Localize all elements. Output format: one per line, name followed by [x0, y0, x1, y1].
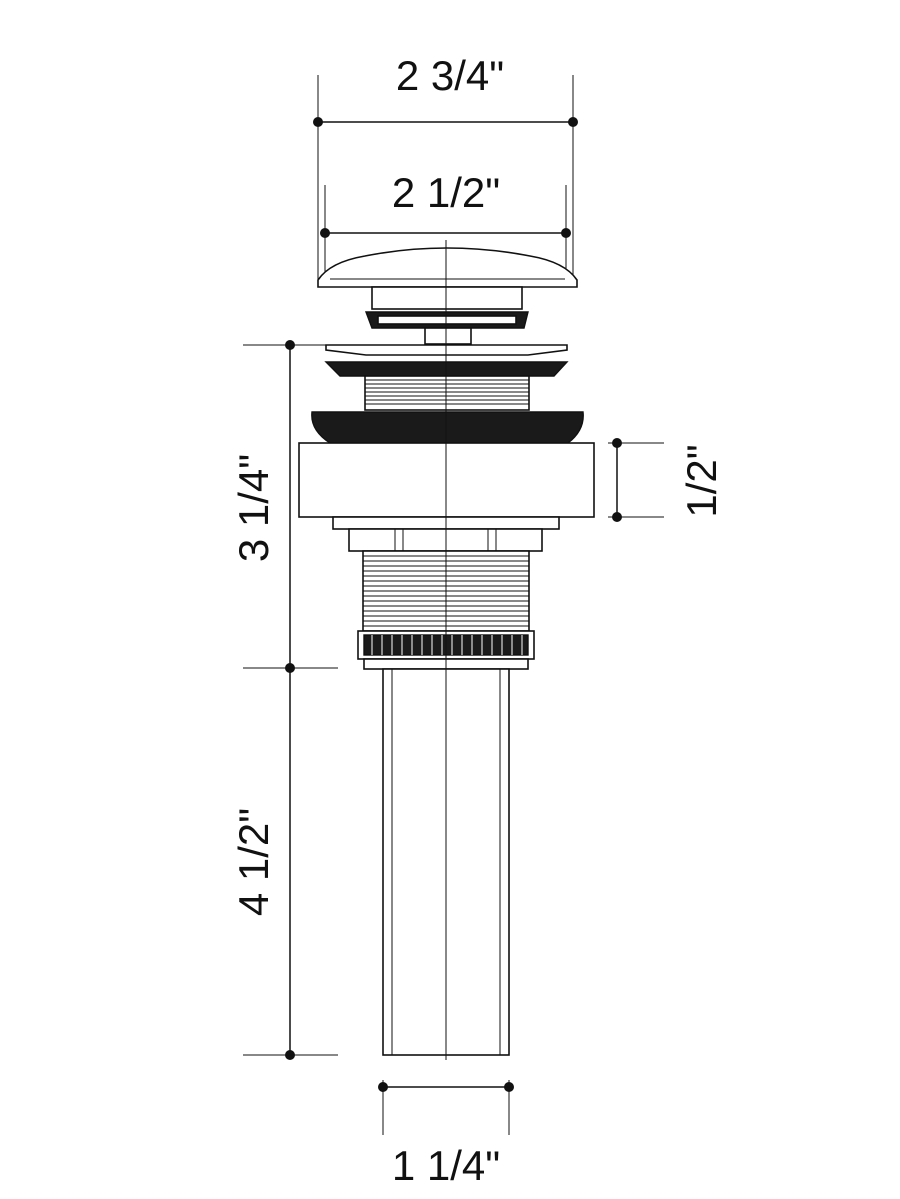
dimension-label-upper-body-height: 3 1/4": [230, 454, 277, 562]
dimension-label-flange-height: 1/2": [678, 444, 725, 517]
dimension-label-tailpiece-diameter: 1 1/4": [392, 1142, 500, 1189]
dimension-overall-cap-width: 2 3/4": [313, 52, 578, 285]
drain-cap: [317, 247, 578, 288]
rubber-gasket: [311, 411, 584, 444]
dimension-upper-body-height: 3 1/4": [230, 340, 338, 673]
dimension-tailpiece-length: 4 1/2": [230, 668, 338, 1060]
dimension-label-cap-top-width: 2 1/2": [392, 169, 500, 216]
cap-stem: [371, 286, 523, 310]
dimension-label-overall-cap-width: 2 3/4": [396, 52, 504, 99]
dimension-cap-top-width: 2 1/2": [320, 169, 571, 275]
drain-assembly: [298, 240, 595, 1060]
dimension-tailpiece-diameter: 1 1/4": [378, 1080, 514, 1189]
dimension-label-tailpiece-length: 4 1/2": [230, 808, 277, 916]
upper-thread: [364, 375, 530, 411]
dimension-flange-height: 1/2": [608, 438, 725, 522]
